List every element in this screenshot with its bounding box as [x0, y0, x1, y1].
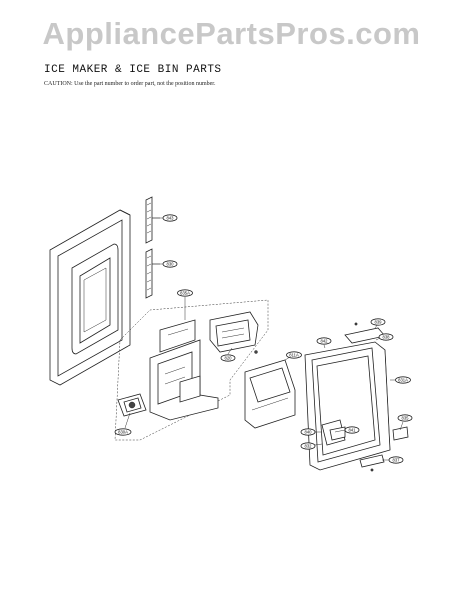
door-liner-drawing	[49, 209, 131, 386]
callout-832: 832	[300, 442, 316, 450]
svg-text:830: 830	[167, 262, 175, 267]
callout-838: 838	[378, 333, 394, 341]
diagram-title: ICE MAKER & ICE BIN PARTS	[44, 64, 222, 76]
callout-842: 842	[316, 337, 332, 345]
caution-note: CAUTION: Use the part number to order pa…	[44, 81, 216, 87]
callout-843: 843	[162, 214, 178, 222]
svg-text:843: 843	[167, 216, 175, 221]
svg-text:831A: 831A	[398, 378, 408, 383]
callout-835A: 835A	[177, 289, 193, 297]
svg-text:832: 832	[305, 444, 313, 449]
svg-text:842: 842	[321, 339, 329, 344]
svg-text:830A: 830A	[118, 430, 128, 435]
ice-maker-housing-drawing	[149, 319, 219, 421]
svg-text:835A: 835A	[180, 291, 190, 296]
svg-text:820: 820	[225, 356, 233, 361]
svg-text:839: 839	[375, 320, 383, 325]
callout-837: 837	[388, 456, 404, 464]
assembly-outline	[114, 299, 269, 441]
hinge-strips-drawing	[145, 196, 160, 299]
callout-811A: 811A	[286, 351, 302, 359]
top-hinge-drawing	[344, 322, 386, 344]
site-watermark: AppliancePartsPros.com	[42, 16, 421, 51]
callout-835: 835	[397, 414, 413, 422]
ice-bin-door-drawing	[304, 341, 391, 471]
ice-maker-motor-drawing	[209, 311, 259, 353]
leader-lines	[124, 217, 404, 461]
callout-831A: 831A	[395, 376, 411, 384]
svg-text:811A: 811A	[289, 353, 299, 358]
svg-text:837: 837	[393, 458, 401, 463]
callout-820: 820	[220, 354, 236, 362]
screw-drawing	[254, 350, 258, 354]
bottom-parts-drawing	[359, 426, 409, 472]
auger-drawing	[117, 393, 147, 417]
svg-text:835: 835	[402, 416, 410, 421]
ice-bin-cover-drawing	[244, 359, 296, 429]
callout-841: 841	[344, 426, 360, 434]
callout-830: 830	[162, 260, 178, 268]
callout-840: 840	[300, 428, 316, 436]
svg-text:841: 841	[349, 428, 357, 433]
svg-text:838: 838	[383, 335, 391, 340]
svg-text:840: 840	[305, 430, 313, 435]
callout-830A: 830A	[114, 428, 132, 436]
callout-839: 839	[370, 318, 386, 326]
latch-drawing	[321, 419, 346, 446]
